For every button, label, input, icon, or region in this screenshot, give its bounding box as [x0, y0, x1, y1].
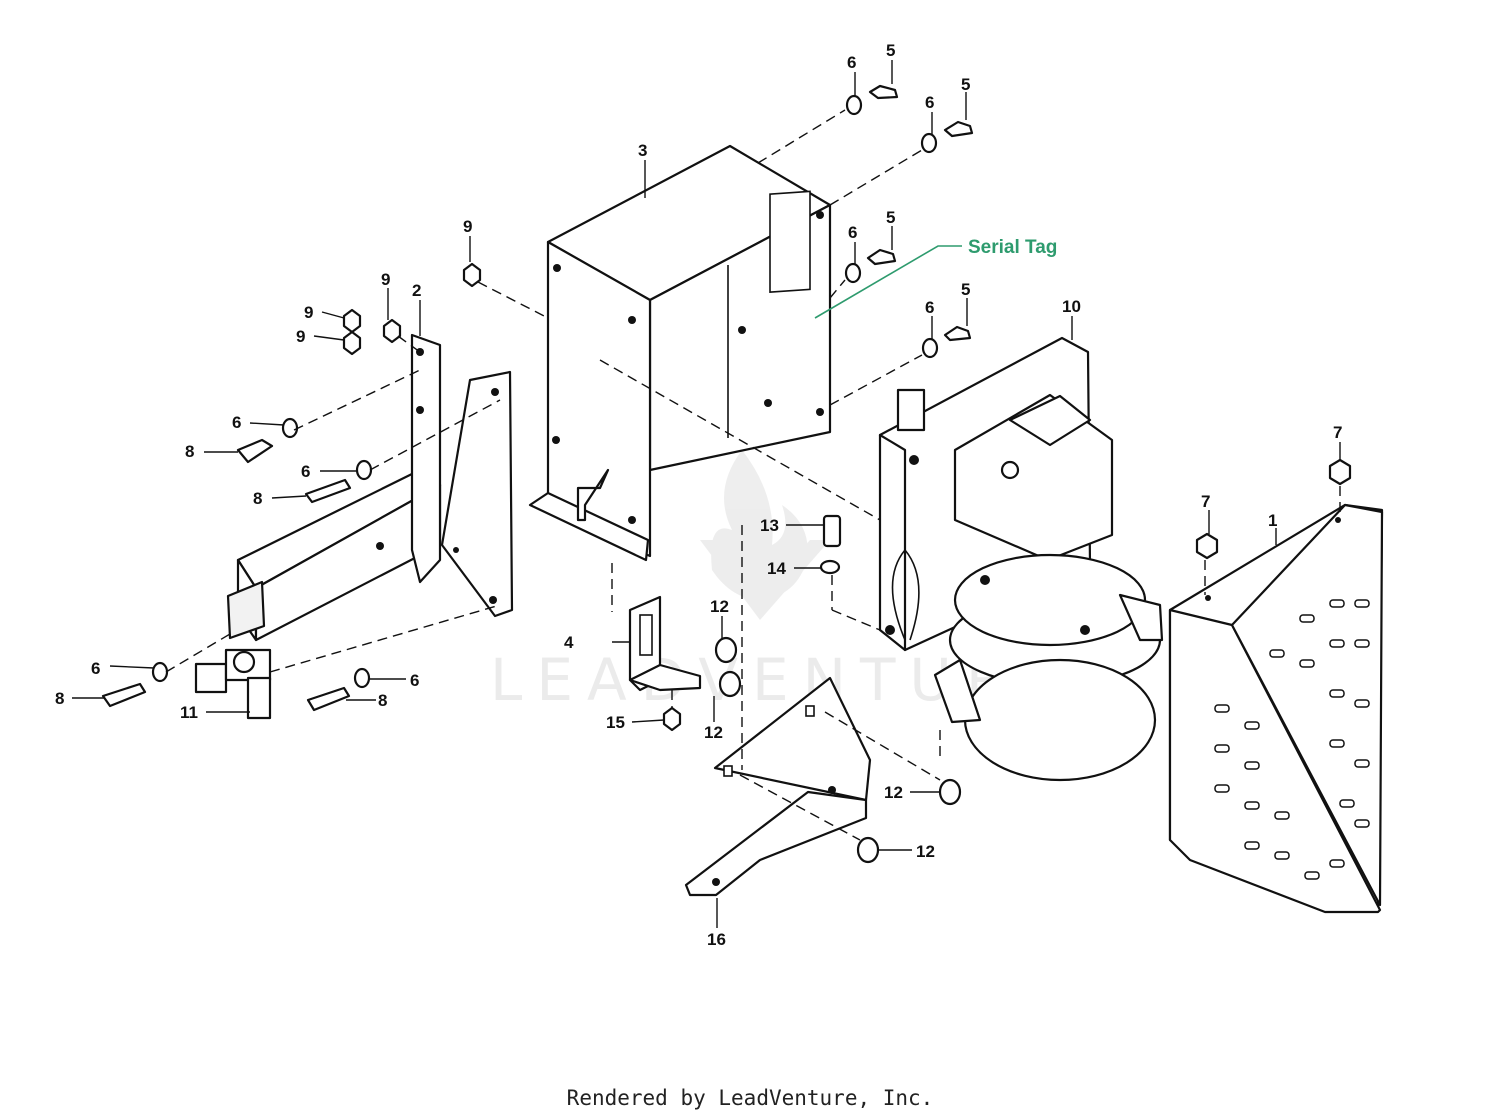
serial-tag-label: Serial Tag	[968, 237, 1057, 258]
callout-6-f: 6	[301, 462, 310, 481]
serial-tag-leader	[814, 245, 962, 319]
leader-lines	[72, 60, 1341, 928]
callout-5-d: 5	[961, 280, 970, 299]
footer-credit: Rendered by LeadVenture, Inc.	[566, 1086, 934, 1110]
callout-6-h: 6	[410, 671, 419, 690]
callout-12-b: 12	[704, 723, 723, 742]
callout-6-g: 6	[91, 659, 100, 678]
serial-tag-annotation: Serial Tag	[814, 237, 1057, 319]
callout-9-c: 9	[304, 303, 313, 322]
callout-8-b: 8	[253, 489, 262, 508]
callout-5-c: 5	[886, 208, 895, 227]
callout-8-c: 8	[55, 689, 64, 708]
watermark-v-icon	[700, 540, 830, 620]
callout-12-c: 12	[884, 783, 903, 802]
callout-6-b: 6	[925, 93, 934, 112]
callout-6-d: 6	[925, 298, 934, 317]
callout-15: 15	[606, 713, 625, 732]
callout-labels: 1 2 3 4 5 5 5 5 6 6 6 6 6 6 6 6 7 7 8 8 …	[55, 41, 1342, 949]
callout-12-a: 12	[710, 597, 729, 616]
callout-6-e: 6	[232, 413, 241, 432]
callout-12-d: 12	[916, 842, 935, 861]
callout-8-d: 8	[378, 691, 387, 710]
callout-3: 3	[638, 141, 647, 160]
callout-1: 1	[1268, 511, 1277, 530]
callout-2: 2	[412, 281, 421, 300]
callout-10: 10	[1062, 297, 1081, 316]
callout-13: 13	[760, 516, 779, 535]
part-2-mount-bracket	[226, 333, 514, 642]
callout-9-d: 9	[296, 327, 305, 346]
part-16-floor-bracket	[684, 676, 872, 897]
callout-14: 14	[767, 559, 786, 578]
part-11-switch	[194, 648, 272, 720]
hardware	[101, 84, 1352, 864]
callout-6-c: 6	[848, 223, 857, 242]
alignment-lines	[165, 109, 1341, 841]
part-10-gearbox	[878, 336, 1164, 782]
callout-8-a: 8	[185, 442, 194, 461]
callout-7-a: 7	[1201, 492, 1210, 511]
callout-9-a: 9	[463, 217, 472, 236]
callout-11: 11	[180, 703, 198, 722]
callout-7-b: 7	[1333, 423, 1342, 442]
callout-9-b: 9	[381, 270, 390, 289]
callout-16: 16	[707, 930, 726, 949]
callout-5-b: 5	[961, 75, 970, 94]
callout-4: 4	[564, 633, 574, 652]
part-4-small-bracket	[628, 595, 702, 692]
callout-5-a: 5	[886, 41, 895, 60]
callout-6-a: 6	[847, 53, 856, 72]
part-3-main-box	[528, 144, 832, 562]
part-1-shield	[1168, 503, 1384, 914]
